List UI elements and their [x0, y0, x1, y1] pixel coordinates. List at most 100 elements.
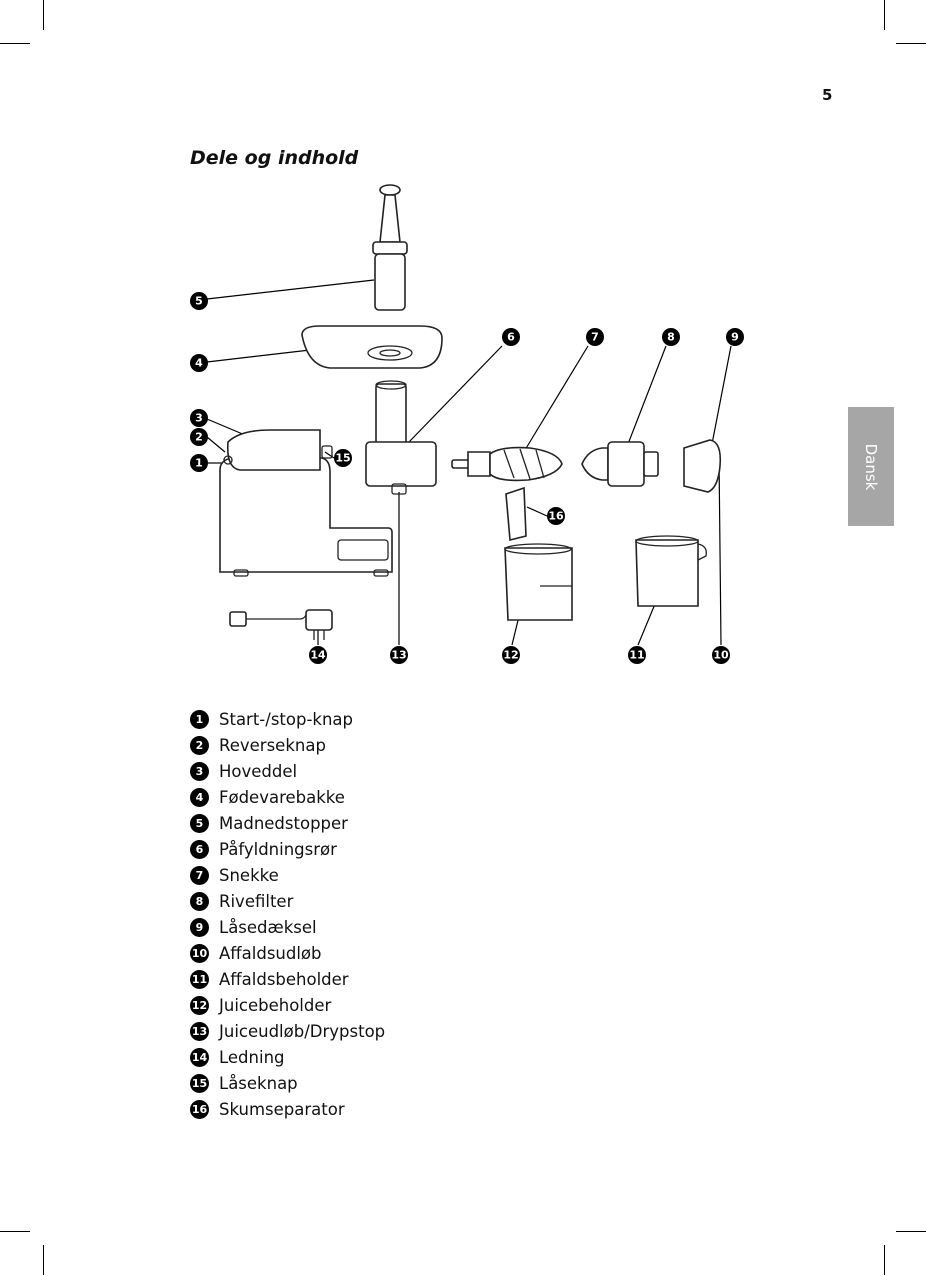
part-label: Juicebeholder [219, 995, 332, 1015]
page-title: Dele og indhold [190, 147, 359, 169]
svg-text:10: 10 [713, 649, 729, 662]
part-number: 11 [190, 969, 209, 989]
part-number: 10 [190, 943, 209, 963]
svg-text:14: 14 [310, 649, 326, 662]
feeding-tube-drawing [365, 380, 437, 495]
svg-text:12: 12 [503, 649, 518, 662]
svg-text:2: 2 [195, 431, 203, 444]
part-label: Låseknap [219, 1073, 298, 1093]
crop-mark [43, 1245, 44, 1275]
parts-diagram: 5 4 3 2 1 6 7 8 9 15 16 14 13 12 11 10 [190, 184, 744, 664]
list-item: 9 Låsedæksel [190, 914, 385, 940]
part-number: 16 [190, 1099, 209, 1119]
food-tray-drawing [301, 325, 443, 369]
svg-text:8: 8 [667, 331, 675, 344]
crop-mark [896, 43, 926, 44]
power-cord-drawing [229, 609, 333, 640]
svg-text:15: 15 [335, 452, 350, 465]
callout-badge-16: 16 [547, 507, 565, 525]
food-pusher-drawing [372, 184, 408, 311]
part-number: 7 [190, 865, 209, 885]
part-number: 3 [190, 761, 209, 781]
part-number: 6 [190, 839, 209, 859]
list-item: 14 Ledning [190, 1044, 385, 1070]
svg-text:3: 3 [195, 412, 203, 425]
list-item: 10 Affaldsudløb [190, 940, 385, 966]
callout-badge-14: 14 [309, 646, 327, 664]
auger-drawing [451, 446, 563, 482]
part-number: 2 [190, 735, 209, 755]
part-label: Affaldsudløb [219, 943, 322, 963]
callout-badge-3: 3 [190, 409, 208, 427]
part-label: Start-/stop-knap [219, 709, 354, 729]
language-tab: Dansk [848, 407, 894, 526]
part-label: Påfyldningsrør [219, 839, 337, 859]
parts-list: 1 Start-/stop-knap 2 Reverseknap 3 Hoveddel… [190, 706, 385, 1122]
crop-mark [884, 1245, 885, 1275]
part-number: 13 [190, 1021, 209, 1041]
part-number: 9 [190, 917, 209, 937]
juice-cup-drawing [504, 543, 573, 621]
part-label: Låsedæksel [219, 917, 317, 937]
list-item: 6 Påfyldningsrør [190, 836, 385, 862]
crop-mark [43, 0, 44, 30]
svg-text:9: 9 [731, 331, 739, 344]
crop-mark [0, 1231, 30, 1232]
locking-cover-drawing [683, 439, 722, 493]
crop-mark [896, 1231, 926, 1232]
part-label: Snekke [219, 865, 279, 885]
svg-text:1: 1 [195, 457, 203, 470]
part-number: 5 [190, 813, 209, 833]
part-label: Rivefilter [219, 891, 294, 911]
part-label: Fødevarebakke [219, 787, 345, 807]
callout-badge-10: 10 [712, 646, 730, 664]
part-number: 8 [190, 891, 209, 911]
crop-mark [0, 43, 30, 44]
list-item: 11 Affaldsbeholder [190, 966, 385, 992]
filter-drawing [581, 441, 659, 487]
part-label: Skumseparator [219, 1099, 345, 1119]
list-item: 3 Hoveddel [190, 758, 385, 784]
svg-text:16: 16 [548, 510, 564, 523]
svg-text:6: 6 [507, 331, 515, 344]
callout-badge-2: 2 [190, 428, 208, 446]
svg-text:7: 7 [591, 331, 599, 344]
part-number: 12 [190, 995, 209, 1015]
part-label: Madnedstopper [219, 813, 348, 833]
part-label: Reverseknap [219, 735, 326, 755]
foam-separator-drawing [505, 486, 527, 542]
list-item: 5 Madnedstopper [190, 810, 385, 836]
callout-badge-5: 5 [190, 292, 208, 310]
callout-badge-4: 4 [190, 354, 208, 372]
callout-badge-13: 13 [390, 646, 408, 664]
callout-badge-6: 6 [502, 328, 520, 346]
main-body-drawing [219, 429, 393, 577]
part-number: 14 [190, 1047, 209, 1067]
list-item: 7 Snekke [190, 862, 385, 888]
svg-text:11: 11 [629, 649, 644, 662]
callout-badge-11: 11 [628, 646, 646, 664]
list-item: 16 Skumseparator [190, 1096, 385, 1122]
svg-text:4: 4 [195, 357, 203, 370]
list-item: 1 Start-/stop-knap [190, 706, 385, 732]
callout-badge-8: 8 [662, 328, 680, 346]
svg-text:13: 13 [391, 649, 406, 662]
callout-badge-12: 12 [502, 646, 520, 664]
part-label: Ledning [219, 1047, 285, 1067]
svg-text:5: 5 [195, 295, 203, 308]
part-number: 1 [190, 709, 209, 729]
page-number: 5 [822, 86, 833, 104]
list-item: 8 Rivefilter [190, 888, 385, 914]
crop-mark [884, 0, 885, 30]
callout-badge-15: 15 [334, 449, 352, 467]
callout-badge-9: 9 [726, 328, 744, 346]
list-item: 12 Juicebeholder [190, 992, 385, 1018]
callout-badge-7: 7 [586, 328, 604, 346]
part-label: Hoveddel [219, 761, 298, 781]
part-label: Affaldsbeholder [219, 969, 349, 989]
callout-badge-1: 1 [190, 454, 208, 472]
list-item: 2 Reverseknap [190, 732, 385, 758]
